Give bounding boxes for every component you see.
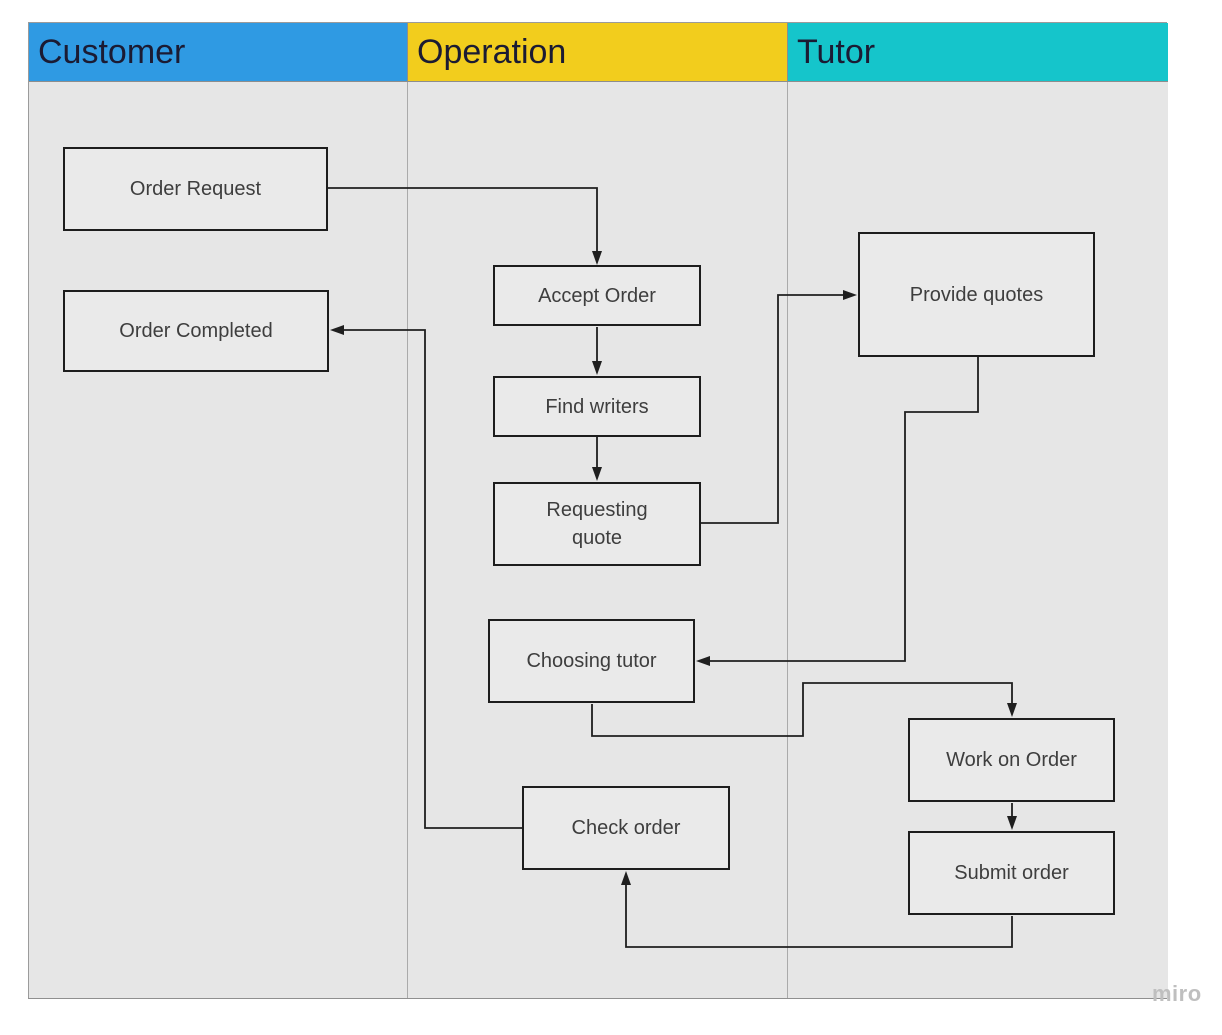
- node-label: Provide quotes: [909, 283, 1044, 306]
- node-label: Requesting quote: [546, 499, 648, 549]
- node-provide-quotes[interactable]: Provide quotes: [858, 232, 1095, 357]
- node-label: Order Request: [129, 178, 262, 200]
- node-label: Find writers: [545, 395, 649, 418]
- lane-label-tutor: Tutor: [797, 32, 876, 71]
- node-order-completed[interactable]: Order Completed: [63, 290, 329, 372]
- node-label: Submit order: [954, 862, 1069, 884]
- node-label: Check order: [571, 817, 681, 839]
- node-submit-order[interactable]: Submit order: [908, 831, 1115, 915]
- node-label: Accept Order: [538, 284, 656, 307]
- node-accept-order[interactable]: Accept Order: [493, 265, 701, 326]
- lane-header-tutor[interactable]: Tutor: [788, 23, 1168, 82]
- node-work-on-order[interactable]: Work on Order: [908, 718, 1115, 802]
- node-choosing-tutor[interactable]: Choosing tutor: [488, 619, 695, 703]
- miro-watermark[interactable]: miro: [1152, 981, 1202, 1006]
- node-find-writers[interactable]: Find writers: [493, 376, 701, 437]
- node-order-request[interactable]: Order Request: [63, 147, 328, 231]
- lane-label-operation: Operation: [417, 32, 567, 71]
- node-label: Choosing tutor: [526, 650, 657, 672]
- node-label: Work on Order: [946, 749, 1077, 771]
- node-check-order[interactable]: Check order: [522, 786, 730, 870]
- lane-header-operation[interactable]: Operation: [408, 23, 788, 82]
- lane-header-customer[interactable]: Customer: [29, 23, 408, 82]
- node-requesting-quote[interactable]: Requesting quote: [493, 482, 701, 566]
- node-label: Order Completed: [119, 320, 273, 342]
- lane-label-customer: Customer: [38, 32, 186, 71]
